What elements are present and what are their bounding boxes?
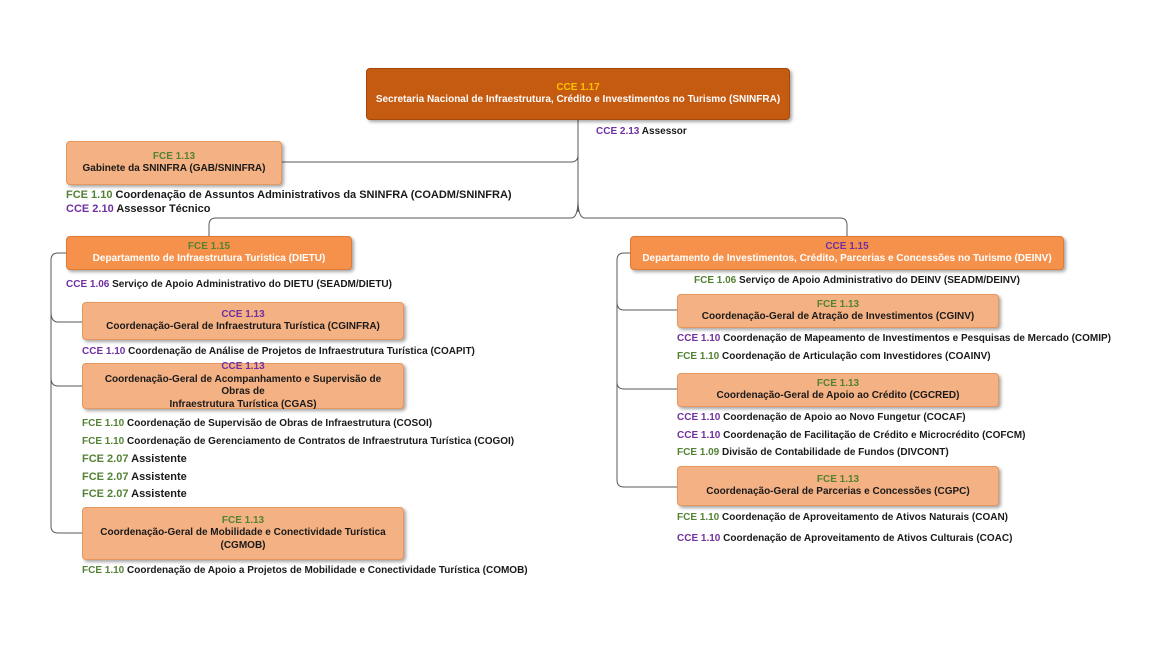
gab-item-1-text: Assessor Técnico [116, 203, 211, 215]
cgas-item-4-code: FCE 2.07 [82, 488, 129, 500]
cginv-item-1-text: Coordenação de Articulação com Investido… [722, 351, 991, 362]
cgas-connector [50, 377, 82, 387]
gab-item-0-code: FCE 1.10 [66, 189, 113, 201]
cginfra-item-0: CCE 1.10 Coordenação de Análise de Proje… [82, 345, 475, 358]
cgpc-code: FCE 1.13 [816, 473, 860, 485]
cgas-item-0-text: Coordenação de Supervisão de Obras de In… [127, 418, 433, 429]
dietu-box: FCE 1.15 Departamento de Infraestrutura … [66, 236, 352, 270]
dietu-service-text: Serviço de Apoio Administrativo do DIETU… [112, 279, 392, 290]
cginv-name: Coordenação-Geral de Atração de Investim… [701, 311, 975, 322]
dept-connector [208, 199, 579, 236]
cgas-code: CCE 1.13 [221, 361, 265, 372]
deinv-service-code: FCE 1.06 [694, 275, 737, 286]
cgpc-item-0-code: FCE 1.10 [677, 512, 720, 523]
cgas-item-3-text: Assistente [131, 471, 187, 483]
cgas-item-0-code: FCE 1.10 [82, 418, 125, 429]
gab-connector [282, 120, 579, 163]
gab-name: Gabinete da SNINFRA (GAB/SNINFRA) [82, 163, 266, 174]
cgas-item-1-text: Coordenação de Gerenciamento de Contrato… [127, 436, 515, 447]
cgcred-item-1-code: CCE 1.10 [677, 430, 721, 441]
cgmob-item-0-text: Coordenação de Apoio a Projetos de Mobil… [127, 565, 528, 576]
cgas-item-4: FCE 2.07 Assistente [82, 488, 187, 501]
deinv-bracket [616, 252, 677, 488]
deinv-service-text: Serviço de Apoio Administrativo do DEINV… [739, 275, 1020, 286]
cgcred-code: FCE 1.13 [816, 377, 860, 389]
sninfra-name: Secretaria Nacional de Infraestrutura, C… [375, 94, 781, 105]
cgas-name-line1: Coordenação-Geral de Acompanhamento e Su… [104, 373, 382, 398]
cgpc-item-0: FCE 1.10 Coordenação de Aproveitamento d… [677, 511, 1008, 524]
dietu-service-code: CCE 1.06 [66, 279, 110, 290]
cgcred-item-0: CCE 1.10 Coordenação de Apoio ao Novo Fu… [677, 411, 966, 424]
deinv-service: FCE 1.06 Serviço de Apoio Administrativo… [694, 274, 1020, 287]
cgas-item-2: FCE 2.07 Assistente [82, 453, 187, 466]
cgpc-box: FCE 1.13 Coordenação-Geral de Parcerias … [677, 466, 999, 506]
cgmob-item-0: FCE 1.10 Coordenação de Apoio a Projetos… [82, 564, 528, 577]
cgcred-item-0-code: CCE 1.10 [677, 412, 721, 423]
sninfra-box: CCE 1.17 Secretaria Nacional de Infraest… [366, 68, 790, 120]
cgas-name-line2: Infraestrutura Turística (CGAS) [169, 398, 317, 410]
cgcred-item-1-text: Coordenação de Facilitação de Crédito e … [723, 430, 1026, 441]
dietu-name: Departamento de Infraestrutura Turística… [92, 253, 326, 264]
cgpc-name: Coordenação-Geral de Parcerias e Concess… [706, 486, 970, 497]
cgpc-item-1: CCE 1.10 Coordenação de Aproveitamento d… [677, 532, 1012, 545]
cgpc-item-1-code: CCE 1.10 [677, 533, 721, 544]
gab-item-0: FCE 1.10 Coordenação de Assuntos Adminis… [66, 189, 512, 202]
cgmob-item-0-code: FCE 1.10 [82, 565, 125, 576]
cginfra-box: CCE 1.13 Coordenação-Geral de Infraestru… [82, 302, 404, 340]
cginfra-connector [50, 311, 82, 323]
cgas-item-3: FCE 2.07 Assistente [82, 471, 187, 484]
gab-item-0-text: Coordenação de Assuntos Administrativos … [115, 189, 512, 201]
cgmob-name-line2: (CGMOB) [220, 539, 266, 551]
cginv-item-0-text: Coordenação de Mapeamento de Investiment… [723, 333, 1112, 344]
cgas-item-2-text: Assistente [131, 453, 187, 465]
assessor-code: CCE 2.13 [596, 126, 640, 137]
cgmob-code: FCE 1.13 [221, 514, 265, 526]
cgcred-item-2-text: Divisão de Contabilidade de Fundos (DIVC… [722, 447, 949, 458]
cgcred-item-2: FCE 1.09 Divisão de Contabilidade de Fun… [677, 446, 949, 459]
cgas-item-3-code: FCE 2.07 [82, 471, 129, 483]
cgas-item-1-code: FCE 1.10 [82, 436, 125, 447]
sninfra-code: CCE 1.17 [556, 81, 600, 93]
cgas-item-0: FCE 1.10 Coordenação de Supervisão de Ob… [82, 417, 432, 430]
cginfra-code: CCE 1.13 [221, 308, 265, 320]
cgmob-box: FCE 1.13 Coordenação-Geral de Mobilidade… [82, 507, 404, 560]
cginfra-item-0-text: Coordenação de Análise de Projetos de In… [128, 346, 475, 357]
dietu-service: CCE 1.06 Serviço de Apoio Administrativo… [66, 278, 392, 291]
cginv-code: FCE 1.13 [816, 298, 860, 310]
cgcred-item-1: CCE 1.10 Coordenação de Facilitação de C… [677, 429, 1025, 442]
cginv-item-1-code: FCE 1.10 [677, 351, 720, 362]
cgpc-item-0-text: Coordenação de Aproveitamento de Ativos … [722, 512, 1009, 523]
deinv-code: CCE 1.15 [825, 240, 869, 252]
assessor-text: Assessor [641, 126, 687, 137]
deinv-name: Departamento de Investimentos, Crédito, … [642, 253, 1052, 264]
cginfra-item-0-code: CCE 1.10 [82, 346, 126, 357]
cgcred-item-2-code: FCE 1.09 [677, 447, 720, 458]
cgcred-box: FCE 1.13 Coordenação-Geral de Apoio ao C… [677, 373, 999, 407]
dietu-code: FCE 1.15 [187, 240, 231, 252]
gab-code: FCE 1.13 [152, 150, 196, 162]
dept-connector-right [577, 199, 848, 236]
cgcred-name: Coordenação-Geral de Apoio ao Crédito (C… [716, 390, 960, 401]
cginv-connector [616, 301, 677, 311]
cgas-item-4-text: Assistente [131, 488, 187, 500]
gab-box: FCE 1.13 Gabinete da SNINFRA (GAB/SNINFR… [66, 141, 282, 185]
cgmob-name-line1: Coordenação-Geral de Mobilidade e Conect… [100, 527, 386, 539]
cginfra-name: Coordenação-Geral de Infraestrutura Turí… [106, 321, 380, 332]
assessor-item: CCE 2.13 Assessor [596, 125, 687, 138]
cgcred-item-0-text: Coordenação de Apoio ao Novo Fungetur (C… [723, 412, 966, 423]
cgas-item-2-code: FCE 2.07 [82, 453, 129, 465]
cgas-item-1: FCE 1.10 Coordenação de Gerenciamento de… [82, 435, 514, 448]
gab-item-1: CCE 2.10 Assessor Técnico [66, 203, 211, 216]
cgpc-item-1-text: Coordenação de Aproveitamento de Ativos … [723, 533, 1013, 544]
deinv-box: CCE 1.15 Departamento de Investimentos, … [630, 236, 1064, 270]
cginv-item-1: FCE 1.10 Coordenação de Articulação com … [677, 350, 991, 363]
gab-item-1-code: CCE 2.10 [66, 203, 114, 215]
cgcred-connector [616, 381, 677, 390]
cginv-box: FCE 1.13 Coordenação-Geral de Atração de… [677, 294, 999, 328]
dietu-bracket [50, 252, 82, 534]
cginv-item-0: CCE 1.10 Coordenação de Mapeamento de In… [677, 332, 1111, 345]
cginv-item-0-code: CCE 1.10 [677, 333, 721, 344]
cgas-box: CCE 1.13 Coordenação-Geral de Acompanham… [82, 361, 404, 410]
